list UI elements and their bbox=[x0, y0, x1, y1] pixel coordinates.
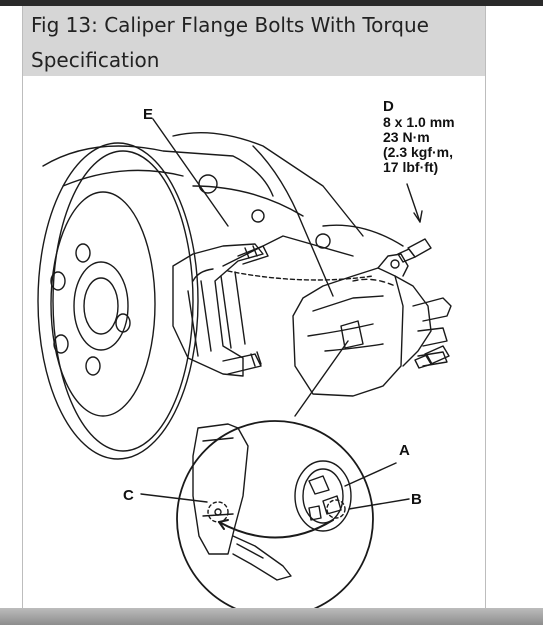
callout-b: B bbox=[411, 491, 422, 508]
torque-spec: 8 x 1.0 mm 23 N·m (2.3 kgf·m, 17 lbf·ft) bbox=[383, 114, 455, 175]
flange-bolt-lower bbox=[414, 345, 450, 369]
leader-line-c bbox=[140, 493, 208, 503]
detail-magnifier bbox=[176, 420, 374, 618]
detail-callout-line bbox=[294, 340, 349, 417]
leader-arrow-d bbox=[413, 210, 423, 223]
torque-spec-nm: 23 N·m bbox=[383, 129, 430, 145]
callout-d: D bbox=[383, 98, 394, 115]
callout-e: E bbox=[143, 106, 153, 123]
torque-spec-kgfm: (2.3 kgf·m, bbox=[383, 144, 453, 160]
torque-spec-lbfft: 17 lbf·ft) bbox=[383, 159, 438, 175]
caliper-diagram: E D C A B 8 x 1.0 mm 23 N·m (2.3 kgf·m, … bbox=[23, 76, 485, 618]
brake-disc bbox=[37, 142, 199, 460]
figure-frame: Fig 13: Caliper Flange Bolts With Torque… bbox=[22, 6, 486, 618]
figure-caption: Fig 13: Caliper Flange Bolts With Torque… bbox=[23, 6, 485, 76]
torque-spec-size: 8 x 1.0 mm bbox=[383, 114, 455, 130]
caliper-body bbox=[292, 253, 452, 397]
callout-a: A bbox=[399, 442, 410, 459]
flange-bolt-upper bbox=[397, 238, 432, 263]
callout-c: C bbox=[123, 487, 134, 504]
leader-line-a bbox=[344, 462, 397, 487]
leader-line-d bbox=[406, 183, 421, 223]
leader-line-b bbox=[348, 498, 410, 510]
caliper-bracket bbox=[172, 243, 269, 377]
leader-line-e bbox=[152, 118, 229, 227]
caliper-line-drawing: E D C A B 8 x 1.0 mm 23 N·m (2.3 kgf·m, … bbox=[37, 98, 455, 618]
suspension-arm bbox=[42, 132, 404, 297]
top-dark-strip bbox=[0, 0, 543, 6]
bottom-scroll-bar bbox=[0, 608, 543, 625]
